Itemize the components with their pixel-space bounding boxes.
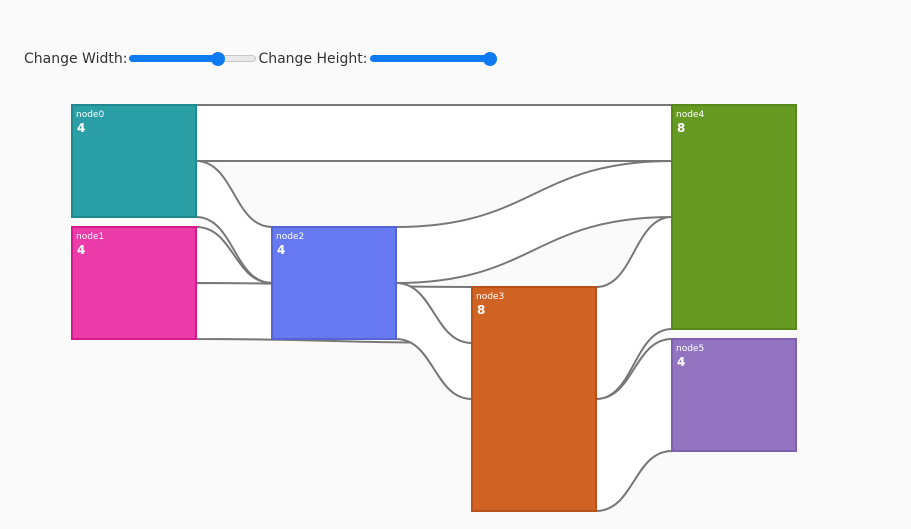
- width-slider-thumb[interactable]: [211, 52, 226, 66]
- change-width-label: Change Width:: [24, 51, 128, 67]
- width-slider[interactable]: [129, 49, 257, 69]
- width-slider-fill: [129, 55, 219, 62]
- node-name-label: node0: [76, 110, 104, 120]
- links-layer: [195, 103, 673, 513]
- node-name-label: node2: [276, 232, 304, 242]
- node-value-label: 4: [677, 355, 685, 369]
- height-slider-thumb[interactable]: [483, 52, 498, 66]
- node-value-label: 8: [477, 303, 485, 317]
- node-rect-node4[interactable]: [671, 104, 797, 330]
- node-rect-node0[interactable]: [71, 104, 197, 218]
- node-value-label: 4: [277, 243, 285, 257]
- node-name-label: node5: [676, 344, 704, 354]
- node-value-label: 4: [77, 121, 85, 135]
- link-node0-node4[interactable]: [195, 103, 673, 163]
- node-name-label: node3: [476, 292, 504, 302]
- node-value-label: 8: [677, 121, 685, 135]
- node-rect-node1[interactable]: [71, 226, 197, 340]
- node-rect-node5[interactable]: [671, 338, 797, 452]
- size-controls: Change Width: Change Height:: [24, 49, 499, 69]
- height-slider[interactable]: [369, 49, 498, 69]
- height-slider-fill: [369, 55, 491, 62]
- node-name-label: node1: [76, 232, 104, 242]
- node-rect-node2[interactable]: [271, 226, 397, 340]
- change-height-label: Change Height:: [258, 51, 368, 67]
- node-name-label: node4: [676, 110, 704, 120]
- node-rect-node3[interactable]: [471, 286, 597, 512]
- node-value-label: 4: [77, 243, 85, 257]
